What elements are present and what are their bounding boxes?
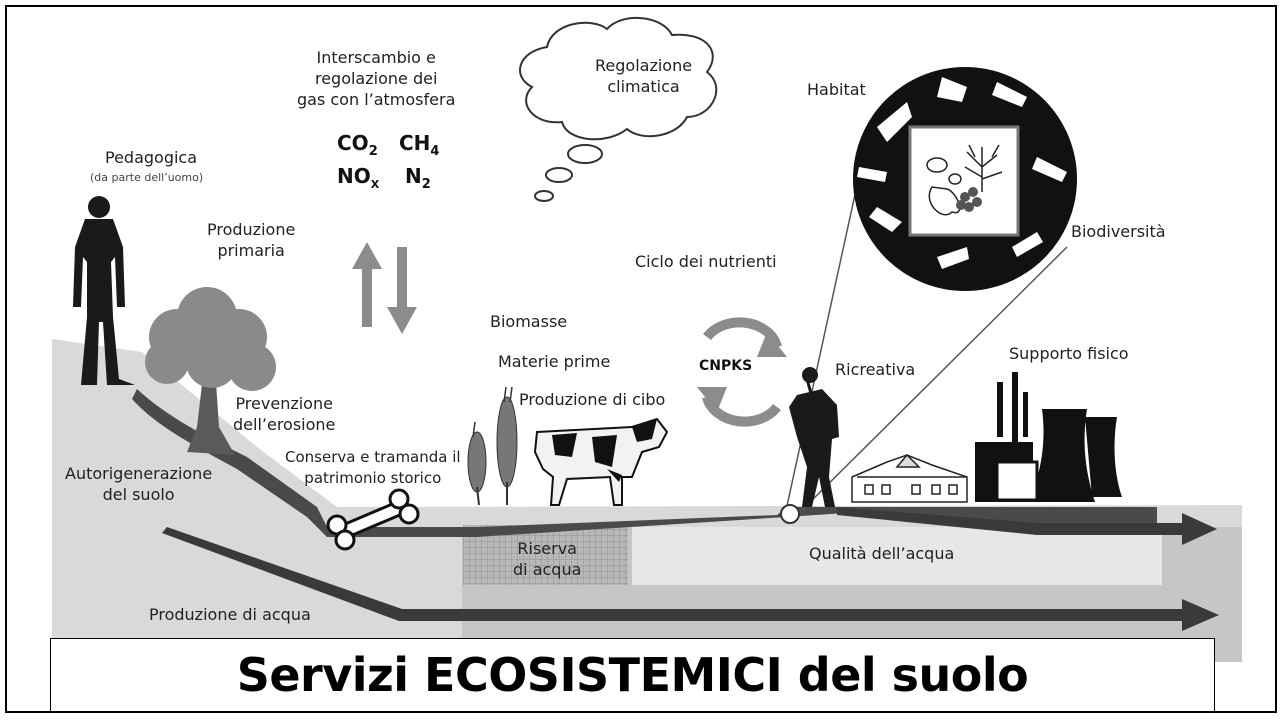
pedagogical-label: Pedagogica <box>105 148 198 167</box>
n2-subscript: 2 <box>421 177 431 192</box>
water-reserve-label: Riserva di acqua <box>513 538 581 580</box>
primary-production-line-2: primaria <box>217 241 285 260</box>
physical-support-label: Supporto fisico <box>1009 344 1129 363</box>
food-production-label: Produzione di cibo <box>519 390 666 409</box>
industrial-illustration <box>975 372 1122 502</box>
self-regeneration-line-2: del suolo <box>102 485 175 504</box>
climate-line-2: climatica <box>607 77 680 96</box>
erosion-line-2: dell’erosione <box>233 415 336 434</box>
wheat-illustration <box>467 386 518 506</box>
water-quality-label: Qualità dell’acqua <box>809 544 955 563</box>
erosion-line-1: Prevenzione <box>235 394 333 413</box>
house-illustration <box>851 453 968 503</box>
gas-exchange-line-2: regolazione dei <box>314 69 438 88</box>
nutrient-cycle-arrows <box>702 317 782 427</box>
n2-text: N <box>405 164 422 188</box>
cow-illustration <box>533 417 669 506</box>
self-regeneration-label: Autorigenerazione del suolo <box>65 463 212 505</box>
nox-subscript: X <box>370 178 380 191</box>
nox-text: NO <box>337 164 371 188</box>
soil-ecosystem-illustration <box>52 17 1242 662</box>
water-production-arrow <box>162 527 1219 631</box>
n2-formula: N2 <box>405 164 431 192</box>
self-regeneration-line-1: Autorigenerazione <box>65 464 213 483</box>
hiker-silhouette <box>789 367 839 507</box>
main-arrow <box>837 507 1217 545</box>
heritage-line-2: patrimonio storico <box>304 469 442 487</box>
tree-illustration <box>145 287 276 455</box>
ch4-text: CH <box>399 131 431 155</box>
recreational-label: Ricreativa <box>835 360 916 379</box>
landscape-path <box>132 389 1157 537</box>
nutrient-cycle-label: Ciclo dei nutrienti <box>635 252 777 271</box>
water-production-label: Produzione di acqua <box>149 605 311 624</box>
co2-formula: CO2 <box>337 131 378 159</box>
primary-production-label: Produzione primaria <box>207 219 295 261</box>
magnifier-focus-circle <box>780 504 800 524</box>
ch4-formula: CH4 <box>399 131 439 159</box>
nox-formula: NOX <box>337 164 379 191</box>
water-reserve-line-2: di acqua <box>513 560 582 579</box>
gas-exchange-line-1: Interscambio e <box>316 48 436 67</box>
habitat-label: Habitat <box>807 80 866 99</box>
biomass-label: Biomasse <box>490 312 568 331</box>
water-quality-band <box>632 527 1162 585</box>
magnifier-lines <box>784 166 1068 516</box>
biodiversity-label: Biodiversità <box>1071 222 1166 241</box>
diagram-frame: Interscambio e regolazione dei gas con l… <box>5 5 1277 713</box>
human-silhouette <box>73 196 135 385</box>
ch4-subscript: 4 <box>430 144 440 159</box>
title-banner: Servizi ECOSISTEMICI del suolo <box>50 638 1215 712</box>
bone-illustration <box>326 488 420 551</box>
gas-exchange-line-3: gas con l’atmosfera <box>297 90 456 109</box>
co2-subscript: 2 <box>368 144 378 159</box>
gas-exchange-arrows <box>352 242 417 334</box>
heritage-label: Conserva e tramanda il patrimonio storic… <box>285 447 461 489</box>
co2-text: CO <box>337 131 369 155</box>
climate-line-1: Regolazione <box>595 56 693 75</box>
climate-label: Regolazione climatica <box>595 55 692 97</box>
habitat-magnified-circle <box>853 67 1077 291</box>
heritage-line-1: Conserva e tramanda il <box>285 448 461 466</box>
primary-production-line-1: Produzione <box>207 220 296 239</box>
gas-exchange-label: Interscambio e regolazione dei gas con l… <box>297 47 455 110</box>
erosion-label: Prevenzione dell’erosione <box>233 393 335 435</box>
water-reserve-line-1: Riserva <box>517 539 577 558</box>
raw-materials-label: Materie prime <box>498 352 611 371</box>
cnpks-label: CNPKS <box>699 358 753 374</box>
climate-cloud <box>519 17 718 202</box>
pedagogical-note: (da parte dell’uomo) <box>90 171 204 184</box>
page-title: Servizi ECOSISTEMICI del suolo <box>236 648 1029 702</box>
